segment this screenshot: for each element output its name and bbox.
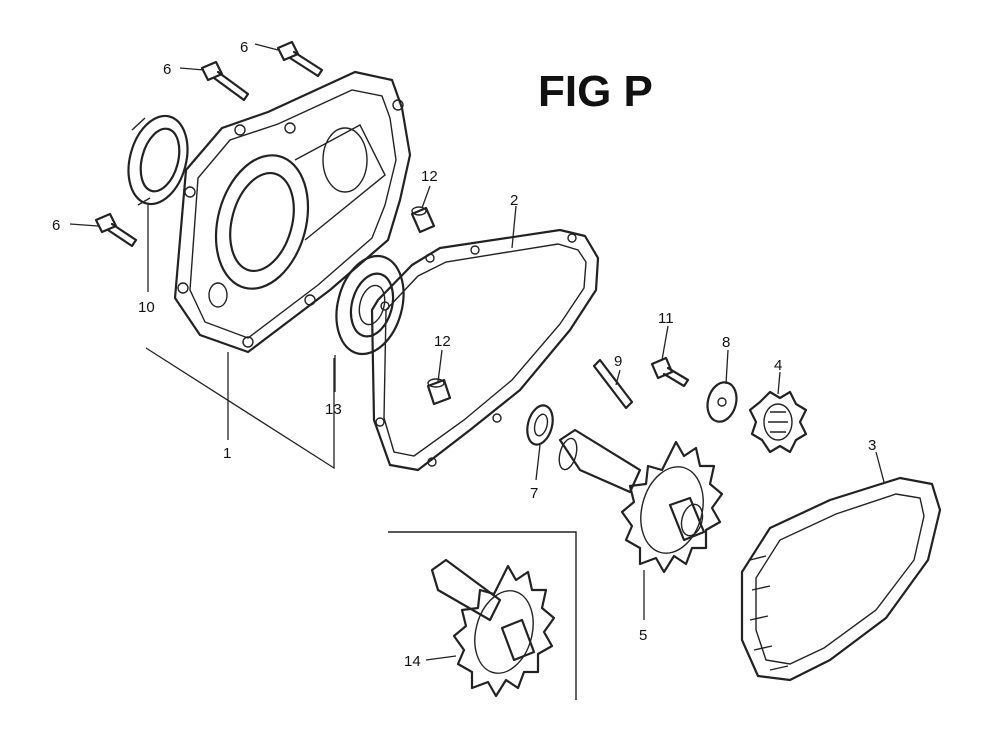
callout-6-upper-left: 6 [163, 61, 171, 78]
part-12-dowel-pin-upper [410, 206, 436, 234]
figure-title: FIG P [538, 67, 653, 116]
part-2-gasket [370, 228, 600, 472]
part-1-case-cover [173, 70, 412, 354]
callout-6-top: 6 [240, 39, 248, 56]
part-9-key [592, 358, 634, 410]
inset-frame [388, 531, 577, 700]
callout-13: 13 [325, 401, 342, 418]
callout-12-upper: 12 [421, 168, 438, 185]
part-6-bolt-top [276, 40, 324, 78]
callout-7: 7 [530, 485, 538, 502]
callout-10: 10 [138, 299, 155, 316]
part-8-washer [706, 381, 738, 423]
callout-labels: 1 2 3 4 5 6 6 6 7 8 9 11 10 12 12 13 14 [52, 39, 876, 670]
part-6-bolt-left [94, 212, 138, 248]
callout-5: 5 [639, 627, 647, 644]
part-6-bolt-upper-left [200, 60, 250, 102]
callout-6-left: 6 [52, 217, 60, 234]
callout-12-lower: 12 [434, 333, 451, 350]
part-13-bearing [335, 254, 405, 356]
part-3-chain [740, 476, 942, 682]
callout-1: 1 [223, 445, 231, 462]
callout-4: 4 [774, 357, 782, 374]
leader-lines [69, 43, 885, 661]
part-14-alt-sprocket-shaft [430, 558, 556, 698]
part-5-countershaft-sprocket [558, 428, 724, 574]
callout-3: 3 [868, 437, 876, 454]
assembly-bracket [145, 347, 335, 470]
part-11-bolt [650, 356, 690, 388]
callout-8: 8 [722, 334, 730, 351]
callout-9: 9 [614, 353, 622, 370]
callout-14: 14 [404, 653, 421, 670]
callout-11: 11 [658, 310, 674, 327]
part-7-washer [526, 404, 554, 446]
part-4-sprocket-small [748, 390, 808, 454]
part-12-dowel-pin-lower [426, 378, 452, 406]
part-10-oil-seal [127, 114, 189, 206]
callout-2: 2 [510, 192, 518, 209]
